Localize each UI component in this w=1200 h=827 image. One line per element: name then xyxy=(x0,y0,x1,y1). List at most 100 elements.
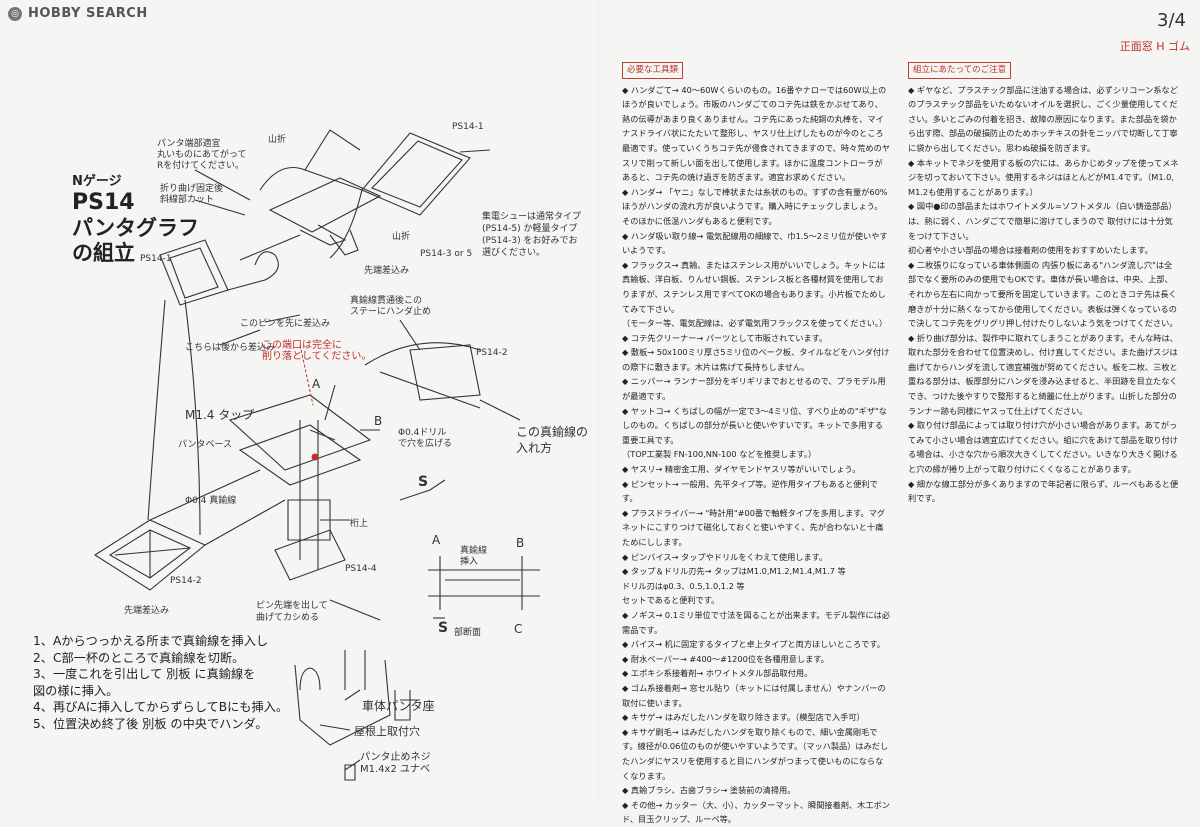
tools-paragraph: ◆ バイス→ 机に固定するタイプと卓上タイプと両方ほしいところです。 xyxy=(622,639,885,650)
upper-pantograph-body xyxy=(268,177,382,233)
title-name-line1: パンタグラフ xyxy=(72,215,200,240)
page-fold xyxy=(598,0,600,805)
notes-paragraph: ◆ 取り付け部品によっては取り付け穴が小さい場合があります。あてがってみて小さい… xyxy=(908,420,1178,475)
tools-paragraph: セットであると便利です。 xyxy=(622,595,720,606)
label-panta-base: パンタベース xyxy=(178,440,233,450)
label-ps14-1-left: PS14-1 xyxy=(140,254,172,264)
label-pin-insert: このピンを先に差込み xyxy=(240,319,331,329)
tools-paragraph: ◆ ピンバイス→ タップやドリルをくわえて使用します。 xyxy=(622,551,828,562)
label-section-s: S xyxy=(438,620,449,636)
assembly-diagram xyxy=(93,129,540,781)
section-diagram-rails xyxy=(428,569,540,597)
notes-column: 組立にあたってのご注意 ◆ ギヤなど、プラスチック部品に注油する場合は、必ずシリ… xyxy=(908,62,1180,506)
label-section-insert: 真鍮線 挿入 xyxy=(460,546,488,567)
tools-paragraph: ◆ キサゲ→ はみだしたハンダを取り除きます。（模型店で入手可） xyxy=(622,712,865,723)
step-2: 2、C部一杯のところで真鍮線を切断。 xyxy=(33,650,245,665)
tools-paragraph: ◆ キサゲ刷毛→ はみだしたハンダを取り除くもので、細い金属剛毛です。線径が0.… xyxy=(622,726,889,781)
label-roof-hole: 屋根上取付穴 xyxy=(354,725,420,738)
tools-column: 必要な工具類 ◆ ハンダごて→ 40～60Wくらいのもの。16番やナローでは60… xyxy=(622,62,890,827)
ps14-1-top-frame xyxy=(361,132,471,216)
car-roof-mount xyxy=(294,659,391,746)
tools-paragraph: ◆ ハンダ吸い取り線→ 電気配線用の細線で、巾1.5～2ミリ位が使いやすいようで… xyxy=(622,230,888,256)
label-tap: M1.4 タップ xyxy=(185,408,255,422)
title-gauge: Nゲージ xyxy=(72,174,122,189)
instruction-sheet xyxy=(0,0,1200,805)
tools-heading: 必要な工具類 xyxy=(622,62,684,79)
notes-paragraph: ◆ 本キットでネジを使用する板の穴には、あらかじめタップを使ってメネジを切ってお… xyxy=(908,157,1179,197)
step-5: 5、位置決め終了後 別板 の中央でハンダ。 xyxy=(33,716,268,731)
notes-paragraph: 初心者や小さい部品の場合は接着剤の使用をおすすめいたします。 xyxy=(908,245,1153,256)
label-pin-bend: ピン先端を出して 曲げてカシめる xyxy=(256,601,328,623)
logo: ◎ HOBBY SEARCH xyxy=(8,6,148,21)
tools-paragraph: ◆ 真鍮ブラシ、古歯ブラシ→ 塗装前の清掃用。 xyxy=(622,785,796,796)
label-ps14-1-top: PS14-1 xyxy=(452,122,484,132)
step-3-cont: 図の様に挿入。 xyxy=(33,683,119,698)
title-block: Nゲージ PS14 パンタグラフ の組立 xyxy=(72,174,199,266)
notes-paragraph: ◆ 細かな線工部分が多くありますので年記者に限らず、ルーペもあると便利です。 xyxy=(908,478,1179,504)
tools-paragraph: ◆ エポキシ系接着剤→ ホワイトメタル部品取付用。 xyxy=(622,668,813,679)
label-red-note: この端口は完全に 削り落としてください。 xyxy=(262,340,372,362)
tools-paragraph: ◆ 耐水ペーパー→ #400～#1200位を各種用意します。 xyxy=(622,653,829,664)
tools-paragraph: ◆ ノギス→ 0.1ミリ単位で寸法を図ることが出来ます。モデル製作には必需品です… xyxy=(622,609,891,635)
ps14-2-right-frame xyxy=(409,344,481,401)
notes-heading: 組立にあたってのご注意 xyxy=(908,62,1012,79)
tools-paragraph: （TOP工業製 FN-100,NN-100 などを推奨します。） xyxy=(622,449,817,460)
label-roof-upper: 桁上 xyxy=(350,519,369,529)
tools-paragraph: ◆ ニッパー→ ランナー部分をギリギリまでおとせるので、プラモデル用が最適です。 xyxy=(622,376,886,402)
logo-mark: ◎ xyxy=(8,6,22,21)
label-tip-insert-top: 先端差込み xyxy=(364,266,410,276)
tools-paragraph: ドリル刃はφ0.3、0.5,1.0,1.2 等 xyxy=(622,580,745,591)
notes-paragraph: ◆ 図中●印の部品またはホワイトメタル=ソフトメタル（白い鋳造部品）は、熱に弱く… xyxy=(908,201,1177,241)
page-number: 3/4 xyxy=(1157,10,1186,31)
label-section: 部断面 xyxy=(454,628,482,638)
label-a-mark: A xyxy=(312,377,321,391)
label-brass-wire-stay: 真鍮線貫通後この ステーにハンダ止め xyxy=(350,296,432,317)
tools-paragraph: ◆ 敷板→ 50x100ミリ厚さ5ミリ位のベーク板、タイルなどをハンダ付けの際下… xyxy=(622,347,890,372)
page-subtitle: 正面窓 H ゴム xyxy=(1119,40,1190,53)
step-1: 1、Aからつっかえる所まで真鍮線を挿入し xyxy=(33,634,269,648)
panta-base-body xyxy=(228,394,372,471)
label-ps14-4: PS14-4 xyxy=(345,564,377,574)
label-section-c: C xyxy=(514,622,523,636)
tools-body: ◆ ハンダごて→ 40～60Wくらいのもの。16番やナローでは60W以上のほうが… xyxy=(622,83,890,827)
logo-text: HOBBY SEARCH xyxy=(28,6,148,21)
tools-paragraph: ◆ ゴム系接着剤→ 窓セル貼り（キットには付属しません）やナンバーの取付に使いま… xyxy=(622,682,886,708)
label-fold-cut: 折り曲げ固定後 斜線部カット xyxy=(160,184,224,205)
label-yamaori-top: 山折 xyxy=(268,135,287,145)
label-s-mark: S xyxy=(418,474,429,490)
label-panta-end: パンタ端部適宜 丸いものにあてがって Rを付けてください。 xyxy=(157,139,247,171)
tools-paragraph: ◆ ヤットコ→ くちばしの幅が一定で3～4ミリ位、すべり止めの"ギザ"なしのもの… xyxy=(622,405,887,445)
label-ps14-3: PS14-3 or 5 xyxy=(420,249,473,259)
label-ps14-2-left: PS14-2 xyxy=(170,576,202,586)
s-arrow xyxy=(399,479,446,501)
notes-paragraph: ◆ 二枚張りになっている車体側面の 内張り板にある"ハンダ流し穴"は全部でなく要… xyxy=(908,259,1178,329)
tools-paragraph: ◆ コテ先クリーナー→ パーツとして市販されています。 xyxy=(622,332,828,343)
label-insert-method: この真鍮線の 入れ方 xyxy=(516,425,589,455)
label-collector: 集電シューは通常タイプ (PS14-5) か軽量タイプ (PS14-3) をお好… xyxy=(482,212,582,258)
tools-paragraph: ◆ ハンダ→ 「ヤニ」なしで棒状または糸状のもの。すずの含有量が60%ほうがハン… xyxy=(622,186,888,226)
tools-paragraph: ◆ その他→ カッター（大、小）、カッターマット、瞬間接着剤、木工ボンド、目玉ク… xyxy=(622,799,890,825)
title-name-line2: の組立 xyxy=(72,241,135,266)
label-back-insert: こちらは後から差込み xyxy=(185,343,276,353)
title-code: PS14 xyxy=(72,189,135,215)
label-brass-wire: Φ0.4 真鍮線 xyxy=(185,496,237,506)
tools-paragraph: ◆ タップ＆ドリル刃先→ タップはM1.0,M1.2,M1.4,M1.7 等 xyxy=(622,566,846,577)
tools-paragraph: ◆ ヤスリ→ 精密金工用、ダイヤモンドヤスリ等がいいでしょう。 xyxy=(622,464,861,475)
label-ps14-2-right: PS14-2 xyxy=(476,348,508,358)
tools-paragraph: ◆ ハンダごて→ 40～60Wくらいのもの。16番やナローでは60W以上のほうが… xyxy=(622,84,890,183)
label-section-b: B xyxy=(516,536,525,550)
notes-paragraph: ◆ ギヤなど、プラスチック部品に注油する場合は、必ずシリコーン系などのプラスチッ… xyxy=(908,84,1178,153)
tools-paragraph: ◆ ピンセット→ 一般用、先平タイプ等。逆作用タイプもあると便利です。 xyxy=(622,478,878,504)
label-tip-insert-bottom: 先端差込み xyxy=(124,606,170,616)
notes-paragraph: ◆ 折り曲げ部分は、製作中に取れてしまうことがあります。そんな時は、取れた部分を… xyxy=(908,332,1178,416)
tools-paragraph: ◆ プラスドライバー→ "時計用"#00番で軸軽タイプを多用します。マグネットに… xyxy=(622,507,886,547)
label-car-seat: 車体パンタ座 xyxy=(362,699,435,713)
step-3: 3、一度これを引出して 別板 に真鍮線を xyxy=(33,667,256,682)
tools-paragraph: （モーター等、電気配線は、必ず電気用フラックスを使ってください。） xyxy=(622,318,888,329)
label-screw: パンタ止めネジ M1.4x2 ユナベ xyxy=(360,752,431,775)
label-drill: Φ0.4ドリル で穴を広げる xyxy=(398,428,453,449)
label-b-mark: B xyxy=(374,414,383,428)
notes-body: ◆ ギヤなど、プラスチック部品に注油する場合は、必ずシリコーン系などのプラスチッ… xyxy=(908,83,1180,506)
step-4: 4、再びAに挿入してからずらしてBにも挿入。 xyxy=(33,700,289,715)
tools-paragraph: ◆ フラックス→ 真鍮、またはステンレス用がいいでしょう。キットには真鍮板、洋白… xyxy=(622,259,886,314)
